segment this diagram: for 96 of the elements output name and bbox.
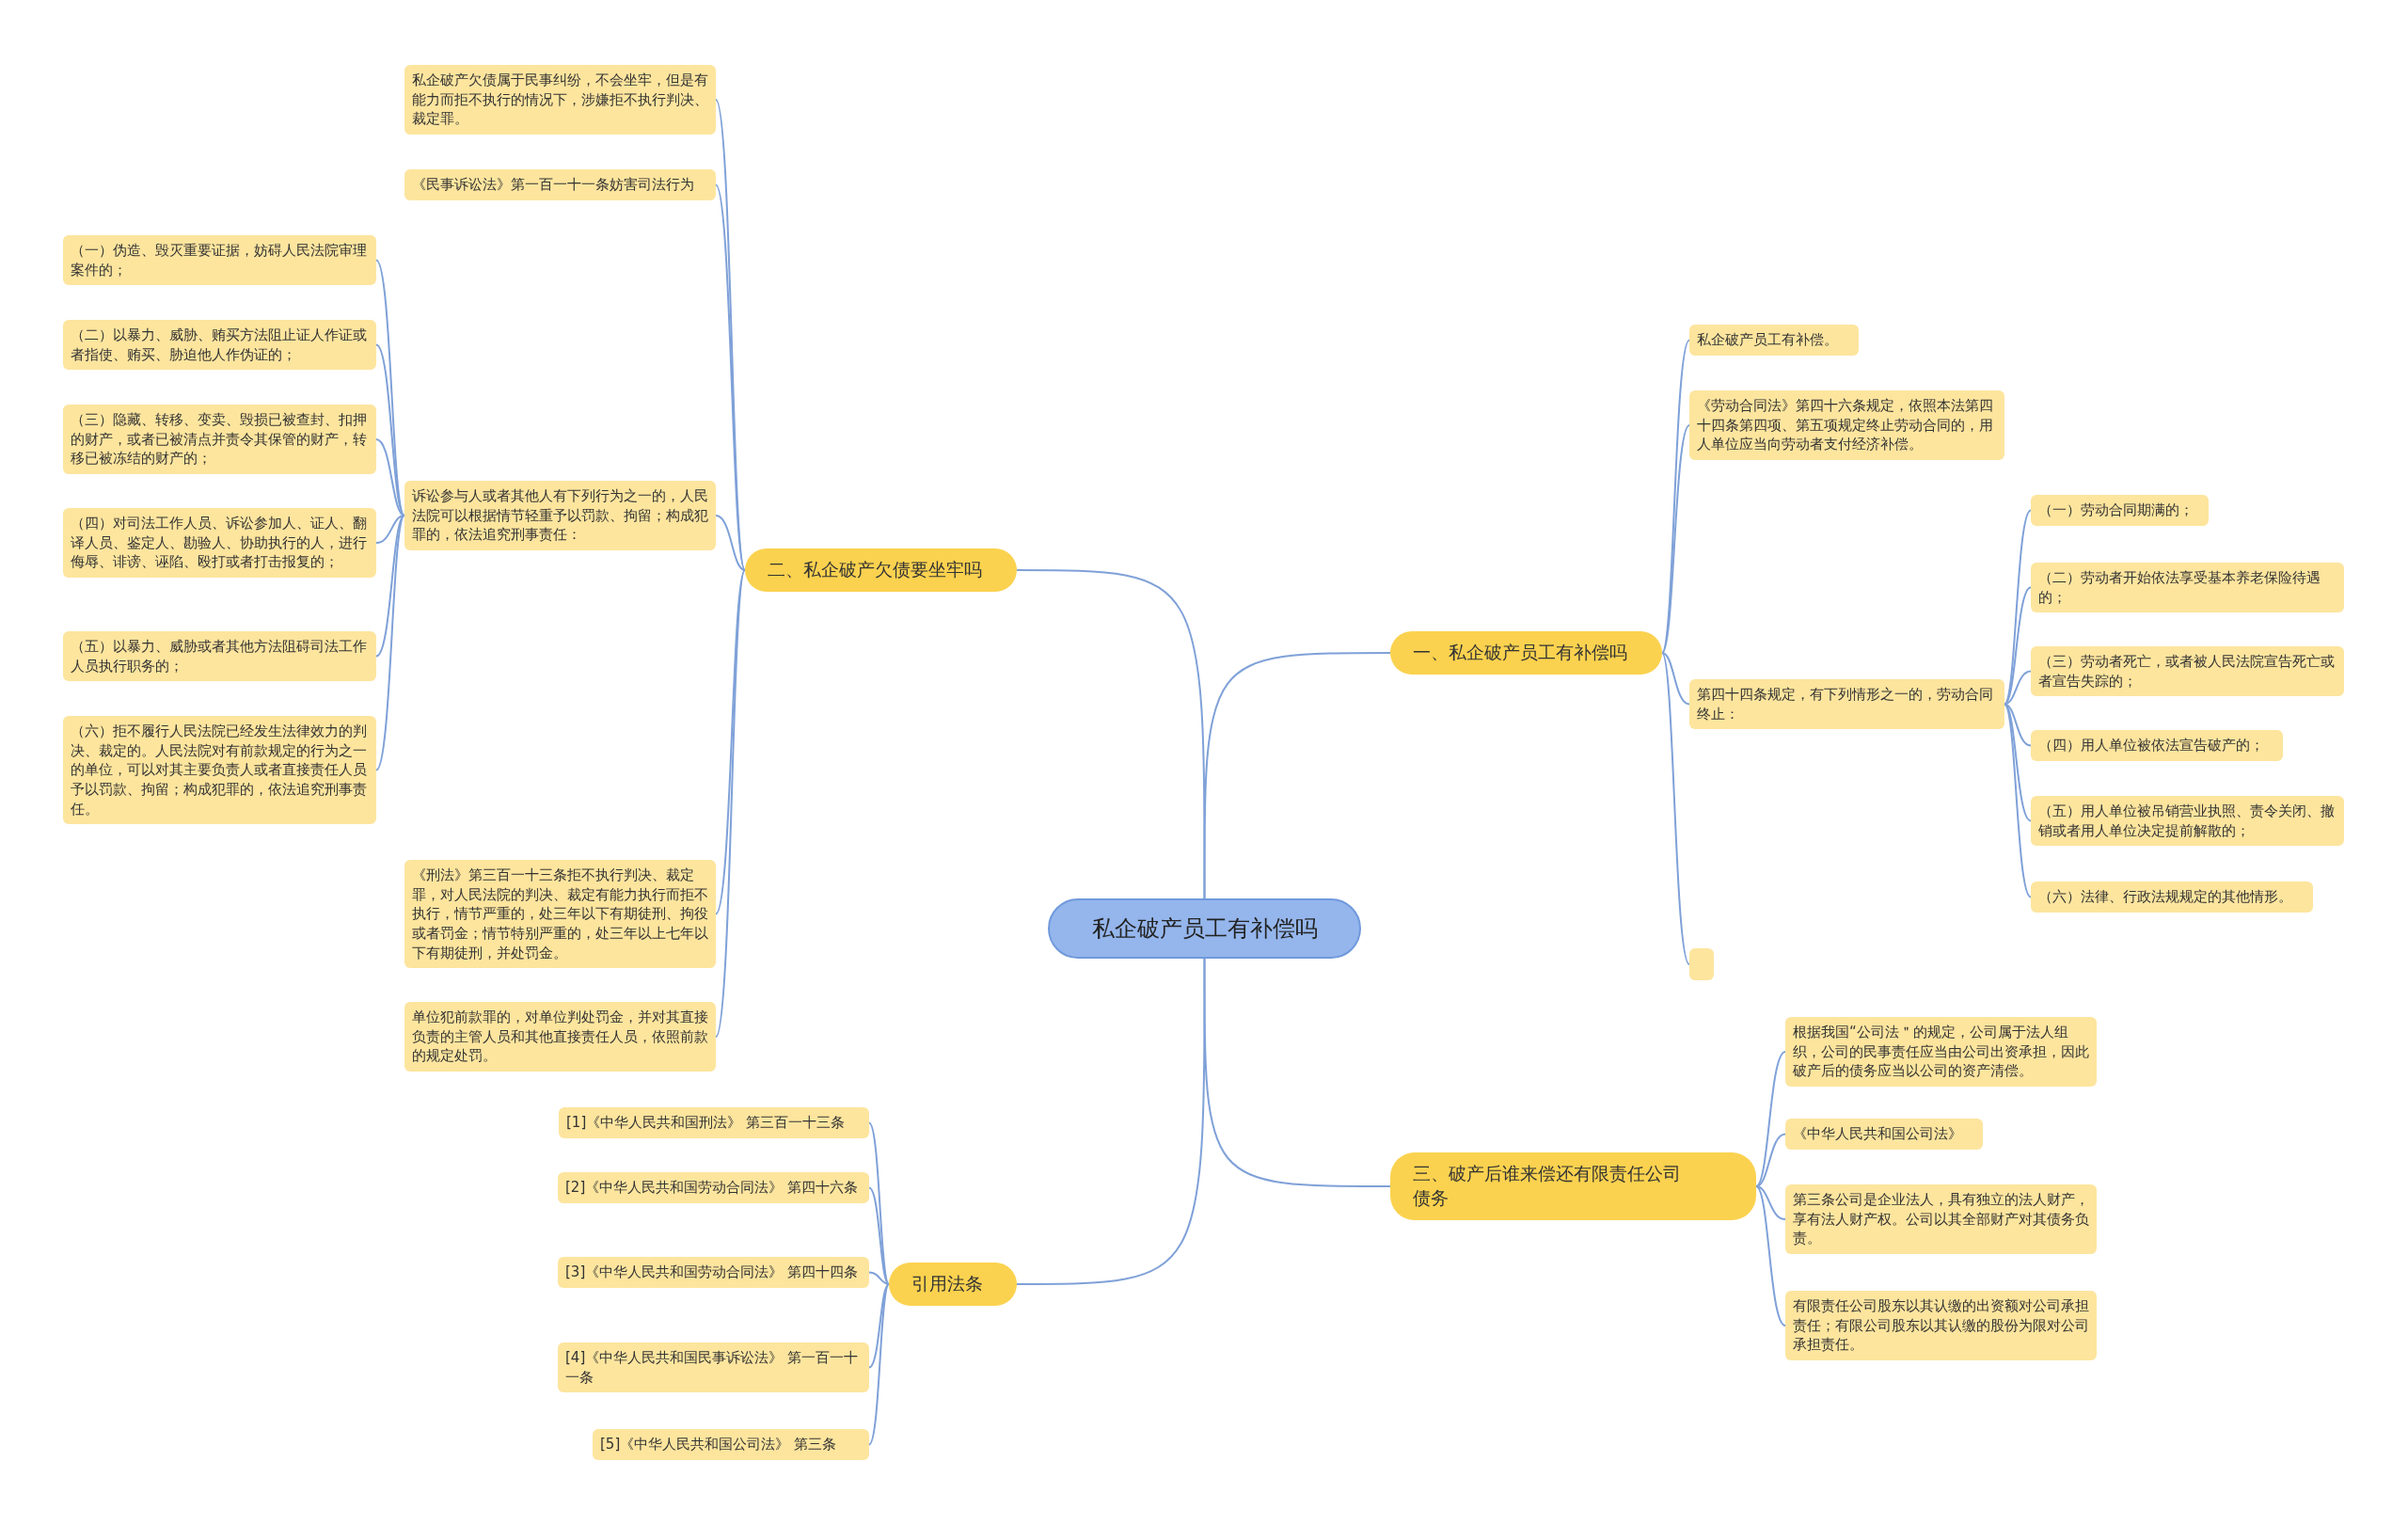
topic-box: [404, 481, 716, 551]
empty-topic-box: [1689, 948, 1714, 980]
topic-text: [5]《中华人民共和国公司法》 第三条: [600, 1435, 837, 1454]
topic-text: 私企破产欠债属于民事纠纷，不会坐牢，但是有能力而拒不执行的情况下，涉嫌拒不执行判决、裁定罪。: [412, 71, 708, 130]
topic-text: 二、私企破产欠债要坐牢吗: [768, 558, 983, 581]
topic-box: [2031, 495, 2209, 526]
topic-text: 三、破产后谁来偿还有限责任公司债务: [1413, 1162, 1682, 1210]
topic-text: [2]《中华人民共和国劳动合同法》 第四十六条: [565, 1178, 859, 1198]
topic-text: （五）用人单位被吊销营业执照、责令关闭、撤销或者用人单位决定提前解散的；: [2038, 802, 2336, 841]
connector-line: [2004, 703, 2032, 822]
topic-box: [63, 508, 376, 579]
connector-line: [868, 1283, 890, 1446]
connector-line: [375, 515, 405, 544]
topic-box: [1785, 1291, 2097, 1361]
connector-line: [1661, 652, 1690, 965]
topic-box: [2031, 646, 2344, 697]
connector-line: [2004, 703, 2032, 747]
topic-text: 私企破产员工有补偿吗: [1090, 914, 1319, 944]
topic-box: [2031, 882, 2313, 913]
connector-line: [1016, 569, 1206, 899]
topic-box: [404, 1002, 716, 1072]
connector-line: [1755, 1185, 1786, 1220]
connector-line: [868, 1186, 890, 1285]
topic-box: [558, 1172, 869, 1203]
topic-text: 诉讼参与人或者其他人有下列行为之一的，人民法院可以根据情节轻重予以罚款、拘留；构成犯罪的，依法追究刑事责任：: [412, 486, 708, 546]
topic-text: 第三条公司是企业法人，具有独立的法人财产，享有法人财产权。公司以其全部财产对其债务负责。: [1793, 1190, 2089, 1249]
topic-text: （六）法律、行政法规规定的其他情形。: [2038, 887, 2293, 907]
topic-text: 私企破产员工有补偿。: [1697, 330, 1839, 350]
topic-text: 《中华人民共和国公司法》: [1793, 1124, 1963, 1144]
topic-box: [404, 65, 716, 135]
topic-text: [3]《中华人民共和国劳动合同法》 第四十四条: [565, 1263, 859, 1282]
topic-text: （二）劳动者开始依法享受基本养老保险待遇的；: [2038, 568, 2321, 608]
topic-box: [593, 1429, 869, 1460]
topic-text: 一、私企破产员工有补偿吗: [1413, 641, 1628, 664]
topic-box: [2031, 730, 2283, 761]
branch-topic: [1390, 631, 1662, 675]
topic-box: [63, 405, 376, 475]
connector-line: [375, 438, 405, 516]
topic-text: 《劳动合同法》第四十六条规定，依照本法第四十四条第四项、第五项规定终止劳动合同的，用人单位应当向劳动者支付经济补偿。: [1697, 396, 1994, 455]
topic-box: [63, 320, 376, 371]
connector-line: [1203, 958, 1391, 1187]
topic-text: 《民事诉讼法》第一百一十一条妨害司法行为: [412, 175, 695, 195]
topic-box: [1689, 679, 2004, 730]
topic-text: 第四十四条规定，有下列情形之一的，劳动合同终止：: [1697, 685, 1994, 724]
topic-box: [2031, 563, 2344, 613]
topic-text: （四）对司法工作人员、诉讼参加人、证人、翻译人员、鉴定人、勘验人、协助执行的人，进行侮辱、诽谤、诬陷、殴打或者打击报复的；: [71, 514, 368, 573]
connector-line: [1203, 652, 1391, 899]
connector-line: [715, 183, 746, 571]
topic-text: （一）劳动合同期满的；: [2038, 500, 2194, 520]
connector-line: [2004, 670, 2032, 706]
topic-text: （六）拒不履行人民法院已经发生法律效力的判决、裁定的。人民法院对有前款规定的行为之一的单位，可以对其主要负责人或者直接责任人员予以罚款、拘留；构成犯罪的，依法追究刑事责任。: [71, 722, 368, 819]
topic-text: （一）伪造、毁灭重要证据，妨碍人民法院审理案件的；: [71, 241, 368, 280]
topic-box: [1785, 1184, 2097, 1255]
topic-text: 引用法条: [911, 1272, 984, 1295]
topic-text: （二）以暴力、威胁、贿买方法阻止证人作证或者指使、贿买、胁迫他人作伪证的；: [71, 326, 368, 365]
connector-line: [2004, 509, 2032, 706]
connector-line: [375, 515, 405, 658]
connector-line: [1661, 652, 1690, 706]
connector-line: [1755, 1185, 1786, 1326]
topic-box: [559, 1107, 869, 1138]
branch-topic: [889, 1263, 1017, 1306]
connector-line: [715, 569, 746, 915]
topic-box: [2031, 796, 2344, 847]
topic-text: [4]《中华人民共和国民事诉讼法》 第一百一十一条: [565, 1348, 859, 1388]
topic-box: [1785, 1119, 1983, 1150]
branch-topic: [745, 548, 1017, 592]
connector-line: [1755, 1133, 1786, 1187]
branch-topic: [1390, 1152, 1756, 1220]
connector-line: [868, 1271, 890, 1285]
connector-line: [868, 1283, 890, 1369]
topic-text: （三）劳动者死亡，或者被人民法院宣告死亡或者宣告失踪的；: [2038, 652, 2336, 691]
topic-box: [558, 1257, 869, 1288]
connector-line: [1016, 958, 1206, 1285]
connector-line: [1755, 1051, 1786, 1187]
topic-box: [1785, 1017, 2097, 1088]
topic-box: [558, 1342, 869, 1393]
connector-line: [2004, 703, 2032, 898]
topic-box: [1689, 325, 1859, 356]
connector-line: [375, 515, 405, 771]
connector-line: [715, 569, 746, 1038]
topic-text: （三）隐藏、转移、变卖、毁损已被查封、扣押的财产，或者已被清点并责令其保管的财产，转移已被冻结的财产的；: [71, 410, 368, 469]
topic-text: 有限责任公司股东以其认缴的出资额对公司承担责任；有限公司股东以其认缴的股份为限对公司承担责任。: [1793, 1296, 2089, 1356]
connector-line: [2004, 586, 2032, 706]
topic-text: 根据我国“公司法＂的规定，公司属于法人组织，公司的民事责任应当由公司出资承担，因此破产后的债务应当以公司的资产清偿。: [1793, 1023, 2089, 1082]
topic-text: [1]《中华人民共和国刑法》 第三百一十三条: [566, 1113, 846, 1133]
connector-line: [715, 515, 746, 571]
topic-text: 《刑法》第三百一十三条拒不执行判决、裁定罪，对人民法院的判决、裁定有能力执行而拒不执行，情节严重的，处三年以下有期徒刑、拘役或者罚金；情节特别严重的，处三年以上七年以下有期徒刑，并处罚金。: [412, 866, 708, 963]
topic-box: [1689, 390, 2004, 461]
connector-line: [1661, 424, 1690, 654]
topic-text: （五）以暴力、威胁或者其他方法阻碍司法工作人员执行职务的；: [71, 637, 368, 676]
topic-box: [63, 631, 376, 682]
topic-text: 单位犯前款罪的，对单位判处罚金，并对其直接负责的主管人员和其他直接责任人员，依照前款的规定处罚。: [412, 1008, 708, 1067]
topic-box: [404, 169, 716, 200]
topic-box: [63, 235, 376, 286]
topic-text: （四）用人单位被依法宣告破产的；: [2038, 736, 2265, 755]
connector-line: [375, 259, 405, 516]
